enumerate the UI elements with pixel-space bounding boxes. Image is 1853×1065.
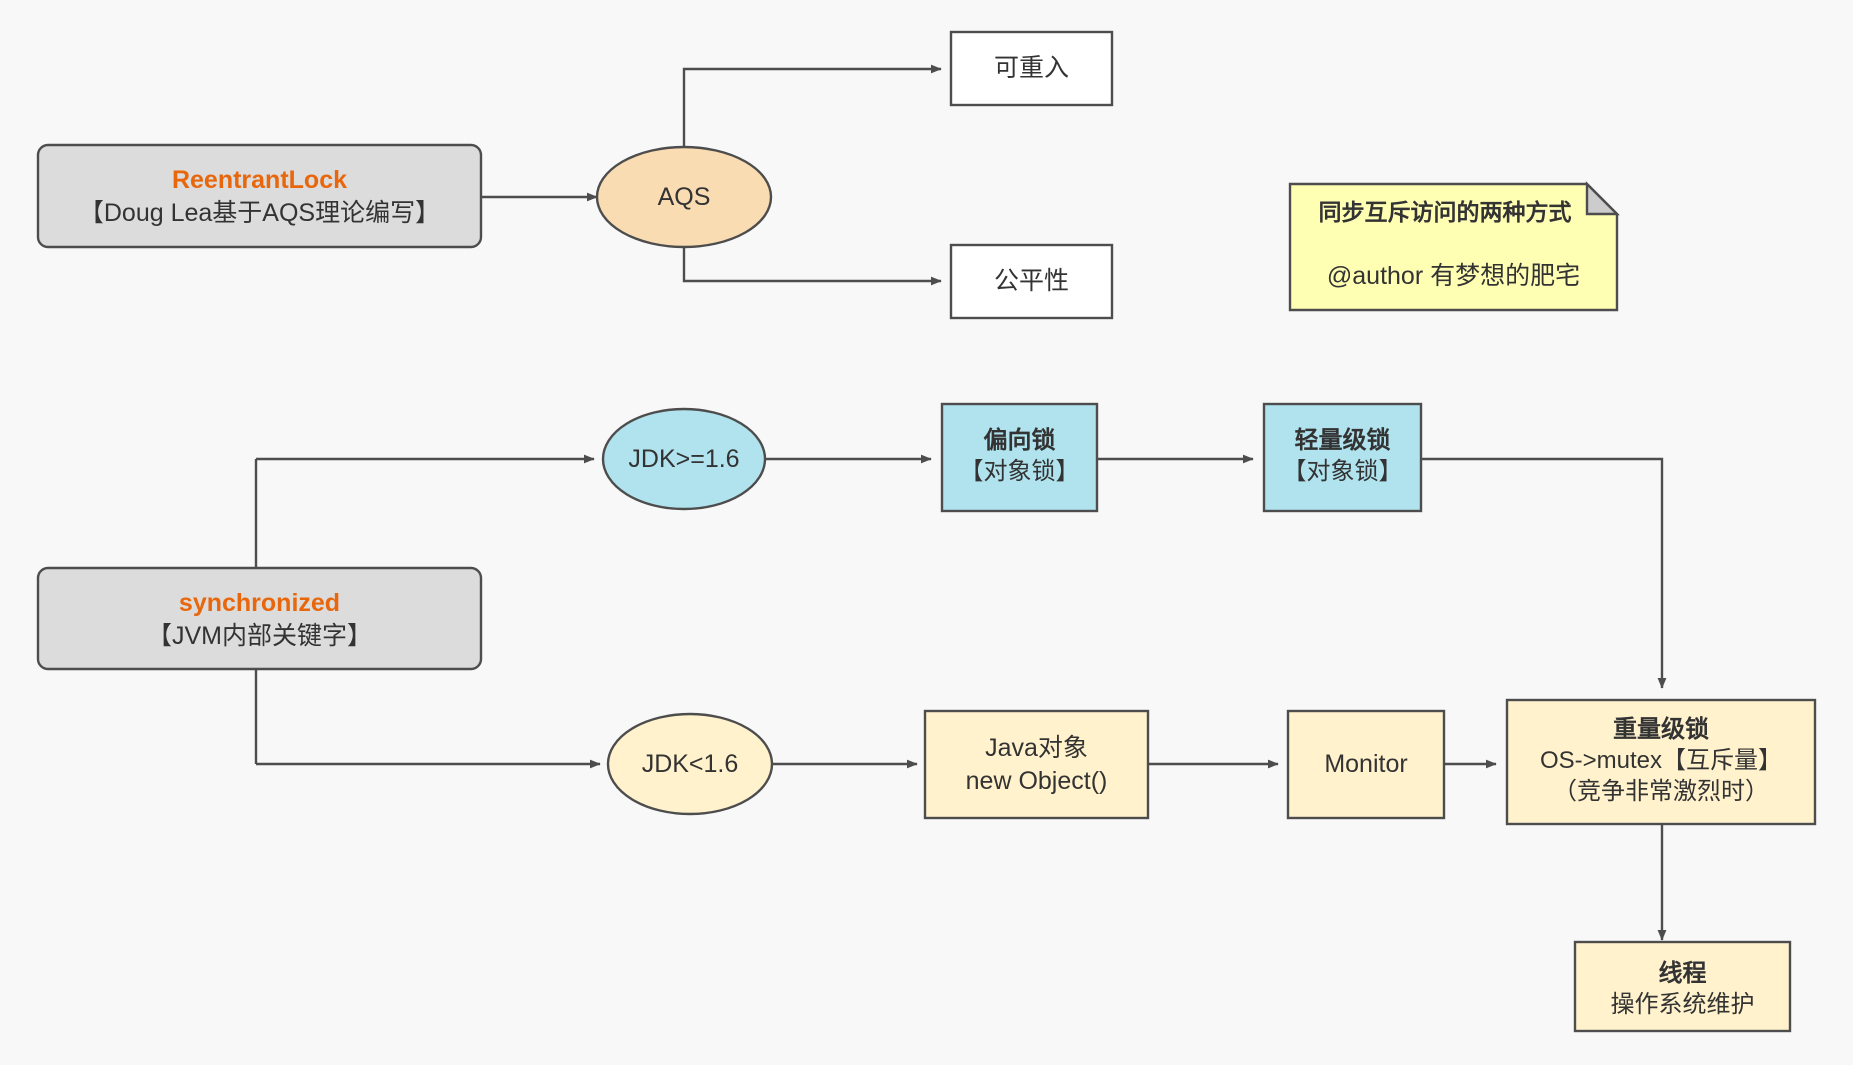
sticky-note[interactable]: [1288, 181, 1620, 312]
node-fairness[interactable]: [949, 243, 1114, 320]
sticky-note-fold-icon: [1585, 181, 1620, 216]
node-reentrant[interactable]: [949, 30, 1114, 107]
node-aqs[interactable]: [595, 145, 773, 249]
edge-lightweight-to-heavyweight: [1421, 457, 1667, 689]
node-jdk-ge-16[interactable]: [601, 407, 767, 511]
node-heavyweight-lock[interactable]: [1505, 698, 1817, 826]
sticky-note-body: [1288, 182, 1619, 312]
node-lightweight-lock[interactable]: [1262, 402, 1423, 513]
edge-aqs-to-fairness: [682, 246, 942, 286]
node-java-object[interactable]: [923, 709, 1150, 820]
edge-aqs-to-reentrant: [682, 64, 942, 148]
node-thread[interactable]: [1573, 940, 1792, 1033]
node-synchronized[interactable]: [36, 566, 483, 671]
node-monitor[interactable]: [1286, 709, 1446, 820]
node-biased-lock[interactable]: [940, 402, 1099, 513]
node-reentrantlock[interactable]: [36, 143, 483, 249]
node-jdk-lt-16[interactable]: [606, 712, 774, 816]
